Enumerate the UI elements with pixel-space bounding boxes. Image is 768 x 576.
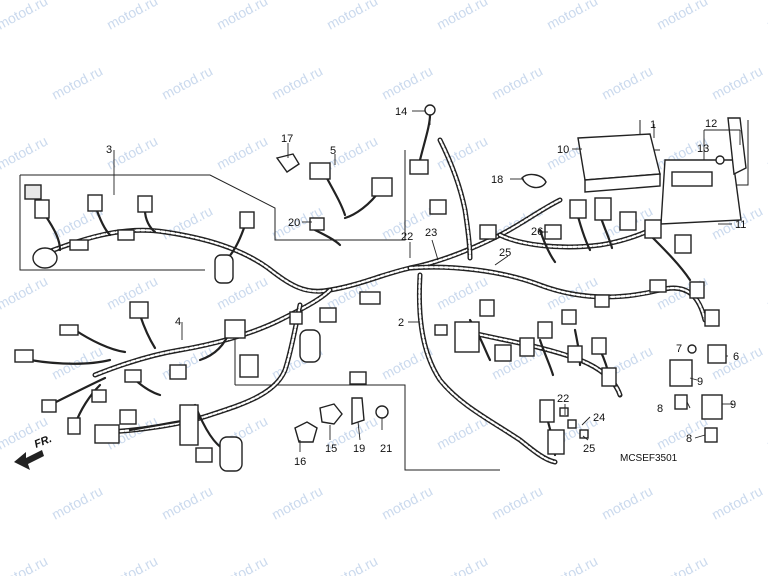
watermark-text: motod.ru — [0, 133, 50, 173]
callout-18: 18 — [491, 174, 503, 186]
watermark-text: motod.ru — [0, 553, 50, 576]
watermark-text: motod.ru — [764, 0, 768, 33]
callout-14: 14 — [395, 106, 407, 118]
callout-8b: 8 — [686, 433, 692, 445]
callout-21: 21 — [380, 443, 392, 455]
watermark-text: motod.ru — [379, 63, 435, 103]
watermark-text: motod.ru — [489, 63, 545, 103]
callout-26: 26 — [531, 226, 543, 238]
watermark-text: motod.ru — [654, 0, 710, 33]
callout-9b: 9 — [730, 399, 736, 411]
callout-3: 3 — [106, 144, 112, 156]
callout-11: 11 — [735, 219, 746, 231]
watermark-text: motod.ru — [104, 133, 160, 173]
watermark-text: motod.ru — [434, 133, 490, 173]
watermark-text: motod.ru — [324, 553, 380, 576]
leader-lines — [113, 110, 741, 452]
watermark-text: motod.ru — [544, 553, 600, 576]
watermark-text: motod.ru — [49, 63, 105, 103]
watermark-text: motod.ru — [379, 483, 435, 523]
watermark-text: motod.ru — [599, 483, 655, 523]
watermark-text: motod.ru — [599, 63, 655, 103]
diagram-code: MCSEF3501 — [620, 453, 678, 464]
callout-2: 2 — [398, 317, 404, 329]
watermark-text: motod.ru — [544, 0, 600, 33]
watermark-text: motod.ru — [709, 483, 765, 523]
callout-9a: 9 — [697, 376, 703, 388]
callout-1: 1 — [650, 119, 656, 131]
watermark-text: motod.ru — [764, 133, 768, 173]
callout-17: 17 — [281, 133, 293, 145]
watermark-text: motod.ru — [324, 0, 380, 33]
watermark-text: motod.ru — [214, 0, 270, 33]
front-direction-label: FR. — [33, 433, 54, 451]
watermark-text: motod.ru — [214, 553, 270, 576]
components — [14, 104, 747, 472]
watermark-text: motod.ru — [269, 63, 325, 103]
watermark-text: motod.ru — [764, 553, 768, 576]
watermark-text: motod.ru — [0, 0, 50, 33]
watermark-text: motod.ru — [709, 63, 765, 103]
callout-25a: 25 — [499, 247, 511, 259]
watermark-text: motod.ru — [489, 483, 545, 523]
watermark-text: motod.ru — [434, 413, 490, 453]
callout-22a: 22 — [401, 231, 413, 243]
watermark-text: motod.ru — [0, 273, 50, 313]
callout-13: 13 — [697, 143, 709, 155]
callout-24: 24 — [593, 412, 605, 424]
callout-4: 4 — [175, 316, 181, 328]
watermark-text: motod.ru — [434, 553, 490, 576]
callout-25b: 25 — [583, 443, 595, 455]
callout-12: 12 — [705, 118, 717, 130]
callout-23: 23 — [425, 227, 437, 239]
callout-10: 10 — [557, 144, 569, 156]
watermark-text: motod.ru — [104, 0, 160, 33]
watermark-text: motod.ru — [159, 483, 215, 523]
callout-7: 7 — [676, 343, 682, 355]
watermark-text: motod.ru — [654, 553, 710, 576]
watermark-text: motod.ru — [764, 273, 768, 313]
watermark-text: motod.ru — [49, 483, 105, 523]
watermark-text: motod.ru — [434, 0, 490, 33]
callout-8a: 8 — [657, 403, 663, 415]
callout-5: 5 — [330, 145, 336, 157]
callout-19: 19 — [353, 443, 365, 455]
watermark-text: motod.ru — [159, 63, 215, 103]
callout-6: 6 — [733, 351, 739, 363]
callout-16: 16 — [294, 456, 306, 468]
callout-22b: 22 — [557, 393, 569, 405]
watermark-text: motod.ru — [104, 553, 160, 576]
watermark-text: motod.ru — [269, 483, 325, 523]
callout-15: 15 — [325, 443, 337, 455]
watermark-text: motod.ru — [214, 133, 270, 173]
watermark-text: motod.ru — [764, 413, 768, 453]
callouts: 1 2 3 4 5 6 7 8 8 9 9 10 11 12 13 14 15 … — [106, 106, 746, 468]
main-harness — [37, 137, 708, 465]
callout-20: 20 — [288, 217, 300, 229]
